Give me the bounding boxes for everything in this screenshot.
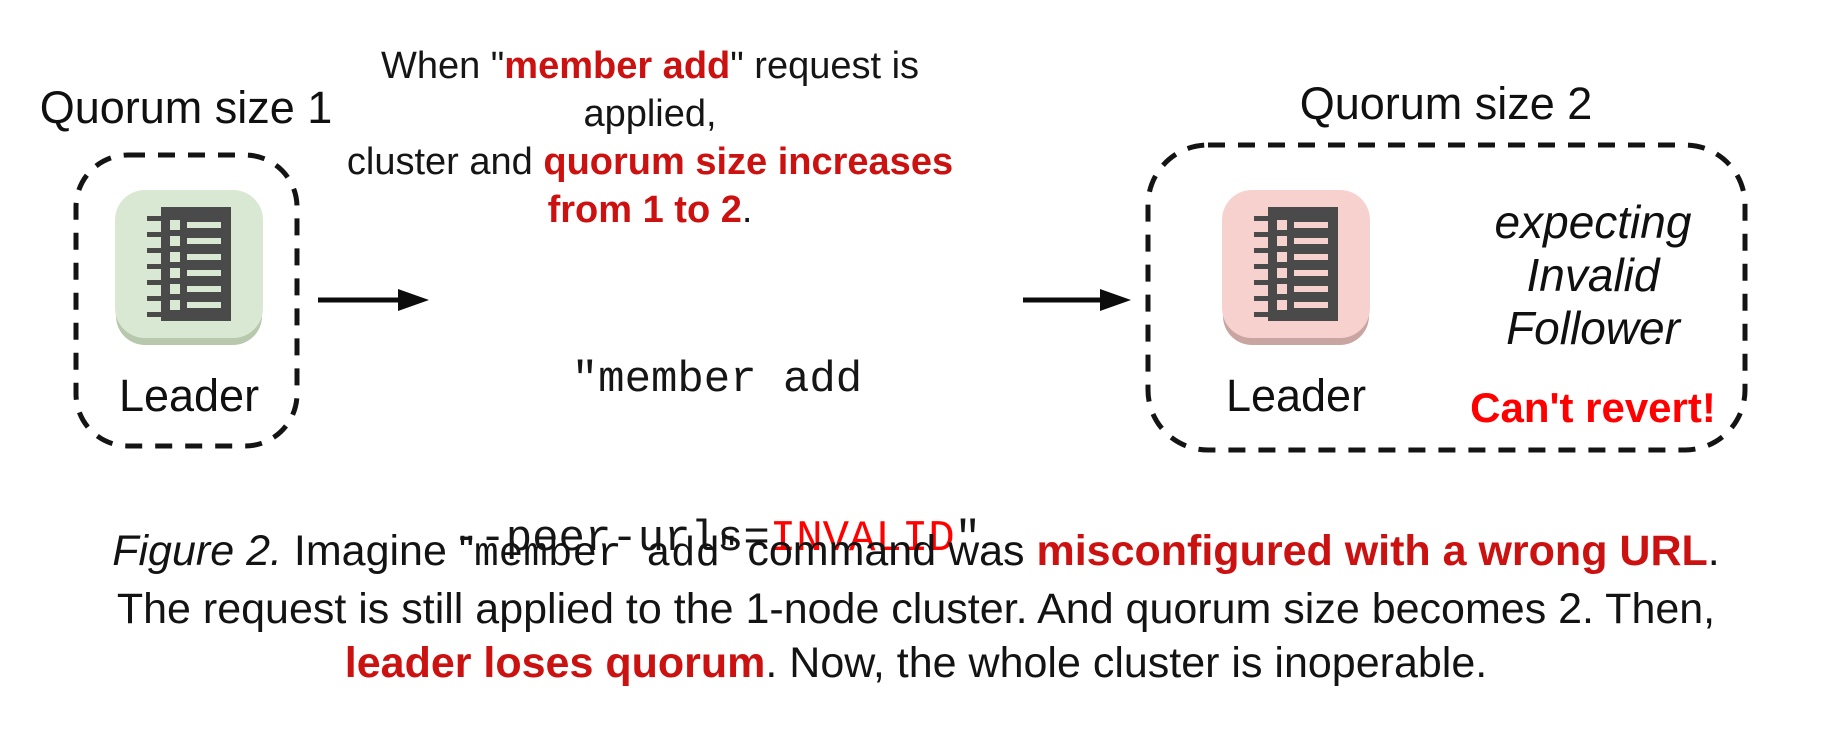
expectation-line: expecting [1494,196,1692,248]
member-add-annotation: When "member add" request is applied, cl… [325,42,975,234]
annotation-line-3: from 1 to 2. [325,186,975,234]
leader-node-icon-pink [1222,190,1370,338]
annotation-highlight: member add [504,45,731,87]
caption-figure-label: Figure 2. [112,527,282,575]
list-glyph-rows [170,220,221,310]
cant-revert-warning: Can't revert! [1470,384,1716,431]
annotation-highlight: quorum size increases [543,141,954,183]
command-invalid-url: INVALID [769,514,955,564]
caption-highlight: misconfigured with a wrong URL [1036,527,1708,575]
caption-text: Imagine " [281,527,475,575]
expectation-line: Follower [1506,302,1680,354]
command-line-2: --peer-urls=INVALID" [397,513,1037,566]
annotation-text: cluster and [346,141,544,183]
annotation-text: " request is applied, [583,45,920,135]
command-text: --peer-urls= [452,514,770,564]
caption-line-1: Figure 2. Imagine "member add" command w… [56,524,1776,582]
annotation-line-2: cluster and quorum size increases [325,138,975,186]
annotation-text: . [741,189,753,231]
annotation-text: When " [380,45,505,87]
member-list-icon [147,207,231,321]
expectation-text: expecting Invalid Follower [1448,196,1738,355]
left-cluster-boundary [73,152,300,449]
annotation-highlight: from 1 to 2 [547,189,742,231]
annotation-line-1: When "member add" request is applied, [325,42,975,138]
caption-highlight: leader loses quorum [344,639,766,687]
leader-node-icon-green [115,190,263,338]
expectation-line: Invalid [1526,249,1660,301]
arrow-right-icon [1023,289,1131,311]
caption-text: . [1707,527,1720,575]
figure-caption: Figure 2. Imagine "member add" command w… [56,524,1776,690]
left-leader-label: Leader [118,370,260,421]
member-add-command: "member add --peer-urls=INVALID" [397,248,1037,672]
command-text: " [954,514,982,564]
left-cluster-title: Quorum size 1 [39,82,333,133]
arrow-right-icon [318,289,429,311]
member-list-icon [1254,207,1338,321]
caption-text: . Now, the whole cluster is inoperable. [765,639,1488,687]
command-line-1: "member add [571,355,863,405]
right-cluster-boundary [1145,142,1748,453]
caption-line-2: The request is still applied to the 1-no… [116,585,1716,633]
caption-text: " command was [720,527,1037,575]
caption-command: member add [474,532,721,578]
right-cluster-title: Quorum size 2 [1299,78,1593,129]
caption-line-3: leader loses quorum. Now, the whole clus… [56,636,1776,690]
right-leader-label: Leader [1225,370,1367,421]
list-glyph-rows [1277,220,1328,310]
